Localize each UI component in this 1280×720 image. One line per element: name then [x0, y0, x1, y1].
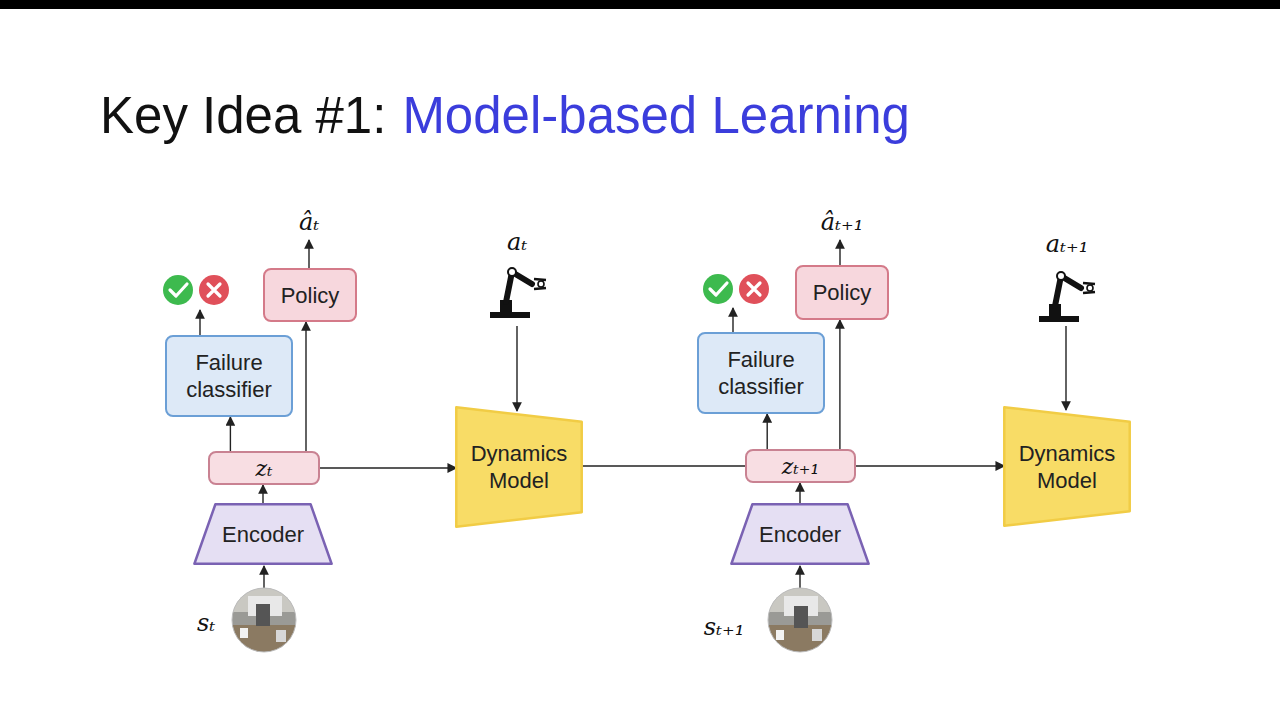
failure-icon — [739, 274, 769, 304]
observation-frame — [768, 588, 832, 652]
action-arrow — [516, 326, 517, 411]
node-label: Policy — [281, 282, 340, 309]
slide-title: Key Idea #1: — [100, 86, 386, 145]
encoder-trapezoid: Encoder — [193, 503, 333, 565]
dynamics-trapezoid-outline — [1003, 406, 1131, 527]
classifier-box: Failure classifier — [697, 332, 825, 414]
node-label: Dynamics Model — [463, 440, 575, 494]
flow-arrow — [856, 465, 1004, 466]
latent-box: zₜ — [208, 451, 320, 485]
output-arrow — [732, 308, 733, 332]
policy-box: Policy — [263, 268, 357, 322]
encoder-trapezoid: Encoder — [730, 503, 870, 565]
robot-arm-icon — [490, 268, 546, 318]
state-label: sₜ₊₁ — [704, 613, 745, 641]
latent-symbol: zₜ₊₁ — [782, 454, 819, 479]
failure-icon — [199, 275, 229, 305]
predicted-action: âₜ₊₁ — [821, 208, 864, 236]
flow-arrow — [262, 485, 263, 504]
flow-arrow — [799, 483, 800, 504]
policy-box: Policy — [795, 265, 889, 320]
top-bar — [0, 0, 1280, 9]
output-arrow — [839, 240, 840, 265]
flow-arrow — [305, 322, 306, 451]
node-label: Failure classifier — [175, 349, 283, 403]
robot-arm-icon — [1039, 272, 1095, 322]
title-highlight: Model-based Learning — [402, 86, 910, 145]
state-label: sₜ — [197, 609, 215, 637]
observation-image — [230, 586, 300, 656]
node-label: Policy — [813, 279, 872, 306]
input-arrow — [799, 566, 800, 588]
predicted-action: âₜ — [299, 208, 319, 236]
node-label: Dynamics Model — [1011, 440, 1123, 494]
action-label: aₜ — [507, 228, 527, 256]
node-label: Encoder — [222, 521, 304, 548]
action-label: aₜ₊₁ — [1046, 230, 1089, 258]
dynamics-trapezoid: Dynamics Model — [455, 406, 583, 528]
observation-frame — [232, 588, 296, 652]
dynamics-trapezoid: Dynamics Model — [1003, 406, 1131, 527]
flow-arrow — [839, 320, 840, 449]
input-arrow — [263, 566, 264, 588]
flow-arrow — [320, 467, 456, 468]
output-arrow — [199, 310, 200, 335]
action-arrow — [1065, 326, 1066, 410]
title-row: Key Idea #1: Model-based Learning — [100, 86, 910, 145]
latent-box: zₜ₊₁ — [745, 449, 856, 483]
latent-symbol: zₜ — [255, 456, 272, 481]
classifier-box: Failure classifier — [165, 335, 293, 417]
observation-image — [766, 586, 836, 656]
node-label: Failure classifier — [707, 346, 815, 400]
success-icon — [703, 274, 733, 304]
flow-arrow — [582, 465, 745, 466]
flow-arrow — [767, 414, 768, 449]
flow-arrow — [230, 417, 231, 451]
dynamics-trapezoid-outline — [455, 406, 583, 528]
output-arrow — [308, 240, 309, 268]
node-label: Encoder — [759, 521, 841, 548]
success-icon — [163, 275, 193, 305]
